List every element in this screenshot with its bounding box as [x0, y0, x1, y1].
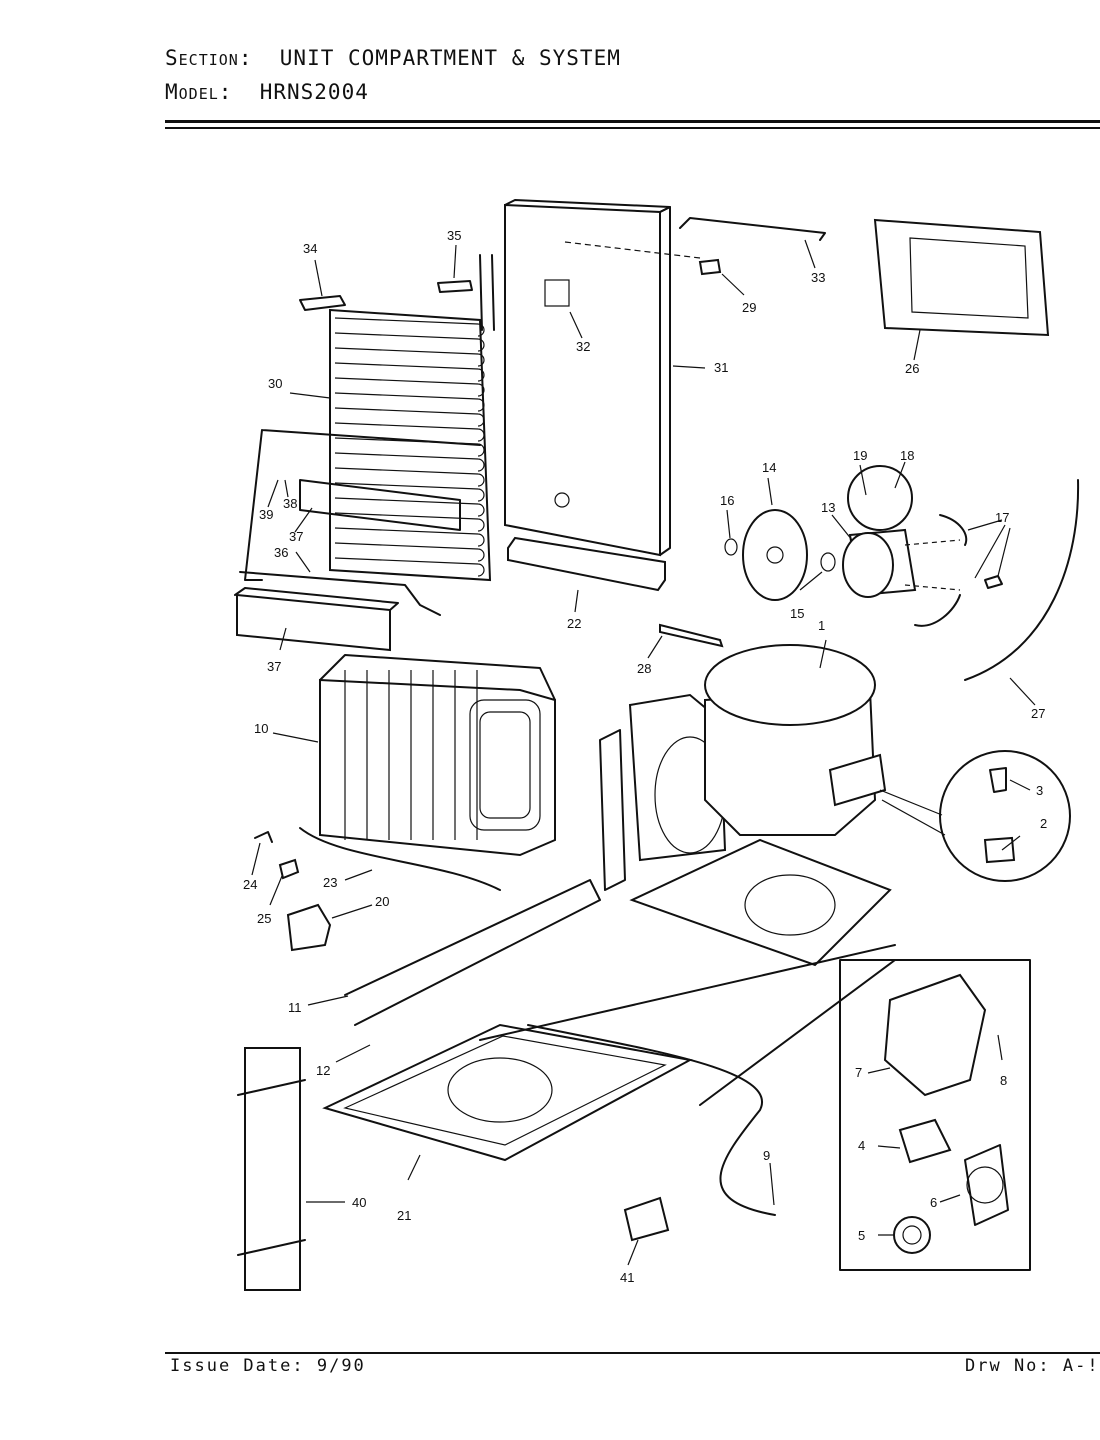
part-timer: [286, 903, 332, 952]
callout-label: 18: [900, 448, 914, 463]
callout-label: 29: [742, 300, 756, 315]
part-control-box: [873, 218, 1050, 337]
callout-labels: 1 2 3 4 5 6 7 8 9 10 11 12 13 14 15 16 1…: [243, 228, 1047, 1285]
part-base-frame: [344, 693, 892, 1026]
part-fan-motor: [842, 514, 968, 627]
part-pin: [984, 575, 1003, 589]
callout-label: 16: [720, 493, 734, 508]
callout-label: 1: [818, 618, 825, 633]
header-rule-bottom: [165, 127, 1100, 129]
callout-label: 7: [855, 1065, 862, 1080]
callout-label: 6: [930, 1195, 937, 1210]
issue-date: Issue Date: 9/90: [170, 1356, 366, 1376]
callout-label: 31: [714, 360, 728, 375]
part-back-panel: [504, 199, 701, 557]
part-rail: [479, 944, 896, 1106]
section-label: Section:: [165, 46, 253, 70]
part-evaporator: [319, 654, 556, 857]
model-heading: Model: HRNS2004: [165, 80, 369, 104]
header-rule-top: [165, 120, 1100, 123]
part-heater: [659, 623, 724, 648]
callout-label: 35: [447, 228, 461, 243]
footer-rule: [165, 1352, 1100, 1354]
callout-label: 5: [858, 1228, 865, 1243]
callout-label: 30: [268, 376, 282, 391]
callout-label: 9: [763, 1148, 770, 1163]
callout-label: 22: [567, 616, 581, 631]
model-label: Model:: [165, 80, 233, 104]
drawing-label: Drw No:: [965, 1356, 1051, 1376]
part-relay: [623, 1196, 670, 1242]
inset-mounting-hardware: [879, 750, 1071, 882]
callout-label: 33: [811, 270, 825, 285]
callout-label: 34: [303, 241, 317, 256]
callout-label: 8: [1000, 1073, 1007, 1088]
inset-electrical-parts: [839, 959, 1031, 1271]
callout-label: 36: [274, 545, 288, 560]
callout-label: 2: [1040, 816, 1047, 831]
callout-label: 11: [288, 1000, 302, 1015]
part-clip: [254, 831, 273, 843]
callout-label: 3: [1036, 783, 1043, 798]
part-condenser-brackets: [234, 429, 481, 652]
part-power-cord: [964, 479, 1080, 681]
callout-label: 38: [283, 496, 297, 511]
part-trim-strip: [237, 1047, 306, 1291]
callout-label: 23: [323, 875, 337, 890]
part-drip-pan: [322, 1023, 693, 1162]
callout-label: 40: [352, 1195, 366, 1210]
callout-label: 39: [259, 507, 273, 522]
callout-label: 17: [995, 510, 1009, 525]
part-compressor: [704, 644, 887, 836]
model-value: HRNS2004: [259, 80, 369, 104]
drawing-value: A-!: [1062, 1356, 1100, 1376]
inset-motor-parts: [847, 465, 913, 531]
part-switch: [698, 258, 722, 276]
callout-label: 14: [762, 460, 776, 475]
callout-label: 32: [576, 339, 590, 354]
callout-label: 28: [637, 661, 651, 676]
callout-label: 19: [853, 448, 867, 463]
part-condenser-coil: [299, 254, 495, 582]
callout-label: 41: [620, 1270, 634, 1285]
callout-label: 12: [316, 1063, 330, 1078]
callout-label: 21: [397, 1208, 411, 1223]
part-harness-bar: [679, 217, 826, 241]
section-heading: Section: UNIT COMPARTMENT & SYSTEM: [165, 46, 621, 70]
callout-label: 13: [821, 500, 835, 515]
part-drain-tray: [507, 536, 666, 592]
callout-label: 37: [267, 659, 281, 674]
part-nut: [724, 538, 738, 556]
callout-label: 27: [1031, 706, 1045, 721]
callout-label: 4: [858, 1138, 865, 1153]
callout-label: 26: [905, 361, 919, 376]
drawing-number: Drw No: A-!: [965, 1356, 1100, 1376]
callout-label: 37: [289, 529, 303, 544]
callout-label: 15: [790, 606, 804, 621]
section-value: UNIT COMPARTMENT & SYSTEM: [279, 46, 621, 70]
part-tube: [299, 827, 501, 891]
callout-label: 20: [375, 894, 389, 909]
issue-value: 9/90: [316, 1356, 366, 1376]
callout-label: 10: [254, 721, 268, 736]
part-wire-harness: [527, 1024, 776, 1216]
issue-label: Issue Date:: [170, 1356, 305, 1376]
part-washer: [820, 552, 836, 572]
callout-label: 24: [243, 877, 257, 892]
part-grommet: [278, 858, 300, 880]
callout-label: 25: [257, 911, 271, 926]
part-fan-blade: [742, 509, 808, 601]
